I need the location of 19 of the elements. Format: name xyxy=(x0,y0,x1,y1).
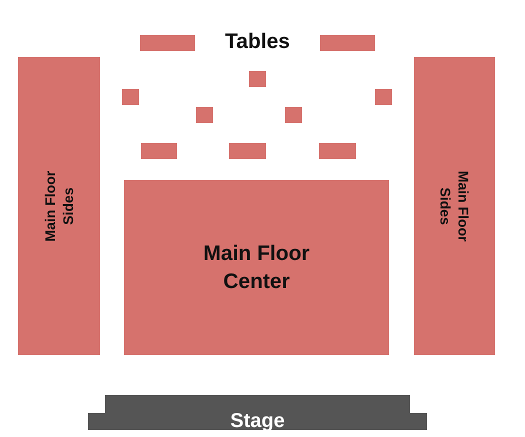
table-block xyxy=(196,107,213,123)
section-label: Main Floor Sides xyxy=(40,170,77,244)
stage-label: Stage xyxy=(230,408,285,434)
stage-platform xyxy=(88,395,427,430)
table-block xyxy=(320,35,375,51)
table-block xyxy=(319,143,356,159)
section-label: Main Floor Sides xyxy=(436,170,473,244)
table-block xyxy=(249,71,266,87)
seating-section xyxy=(18,57,100,355)
table-block xyxy=(229,143,266,159)
section-label: Main Floor Center xyxy=(202,241,311,294)
table-block xyxy=(285,107,302,123)
table-block xyxy=(140,35,195,51)
area-label: Tables xyxy=(224,29,291,55)
seating-section xyxy=(414,57,495,355)
table-block xyxy=(141,143,177,159)
seating-section xyxy=(124,180,389,355)
table-block xyxy=(122,89,139,105)
table-block xyxy=(375,89,392,105)
